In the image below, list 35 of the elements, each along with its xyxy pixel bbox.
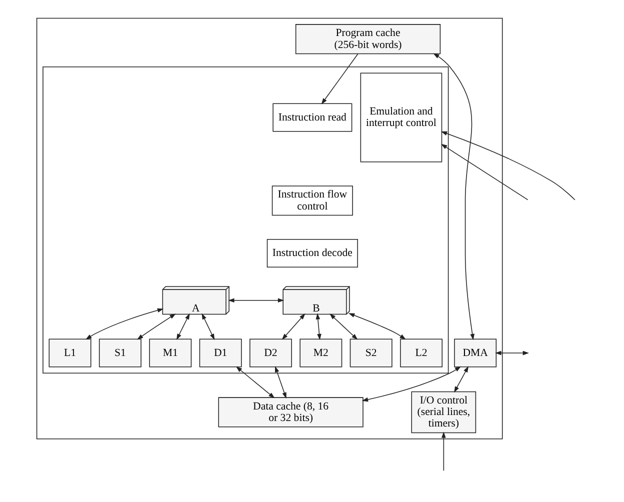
node-box: Instruction flow control [271,185,352,216]
arrow [454,366,468,392]
arrow [361,366,461,402]
arrow [228,298,284,302]
arrow [494,350,528,355]
node-box: L1 [48,338,91,367]
node-box: S1 [98,338,141,367]
arrow [440,130,575,200]
node-box: I/O control (serial lines, timers) [410,390,476,433]
arrow [201,312,214,340]
arrow [348,312,406,340]
arrow [441,431,446,471]
arrow [235,366,274,398]
node-box: Data cache (8, 16 or 32 bits) [218,396,363,427]
arrow [176,312,190,340]
node-box: M2 [299,338,342,367]
node-box: M1 [148,338,192,367]
arrow [274,366,286,398]
node-box: L2 [400,338,442,367]
arrow [432,52,474,340]
arrow [281,312,305,340]
node-box: D2 [249,338,292,367]
node-box: DMA [454,338,496,367]
arrow [329,313,358,340]
arrow [440,143,528,200]
arrow [320,53,358,104]
node-box: Program cache (256-bit words) [294,24,440,54]
arrow [315,312,321,340]
arrow [136,313,176,340]
node-box: D1 [198,338,242,367]
node-box: Emulation and interrupt control [360,72,442,162]
node-box: Instruction decode [266,238,358,268]
arrow [85,308,164,340]
node-box: S2 [349,338,392,367]
node-box: Instruction read [272,102,352,132]
